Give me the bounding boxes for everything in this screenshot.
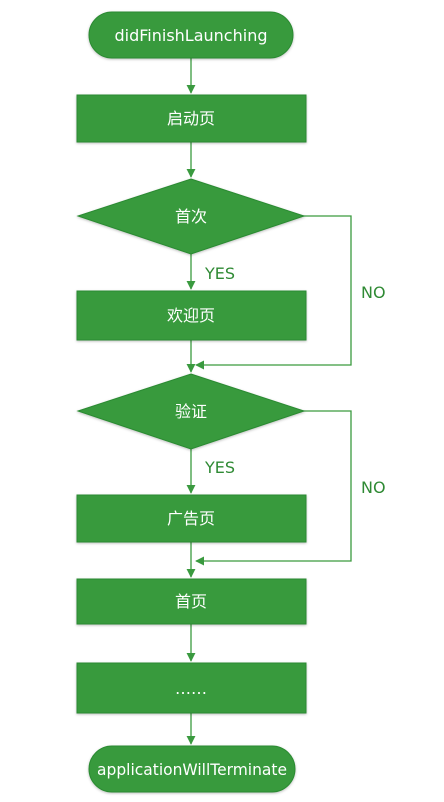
node-verify-decision-label: 验证 bbox=[175, 402, 207, 421]
node-ellipsis bbox=[76, 662, 307, 714]
node-verify-decision bbox=[76, 373, 306, 450]
node-first-decision-label: 首次 bbox=[175, 207, 207, 226]
node-welcome-label: 欢迎页 bbox=[167, 306, 215, 325]
edge-label-verify-yes: YES bbox=[204, 458, 235, 477]
edge-label-first-yes: YES bbox=[204, 264, 235, 283]
node-home bbox=[76, 578, 307, 625]
node-ad-label: 广告页 bbox=[167, 509, 215, 528]
process-shape bbox=[76, 290, 307, 341]
decision-shape bbox=[76, 178, 306, 255]
node-ad bbox=[76, 494, 307, 543]
node-start-label: didFinishLaunching bbox=[115, 26, 268, 45]
node-welcome bbox=[76, 290, 307, 341]
edge-label-first-no: NO bbox=[361, 283, 386, 302]
process-shape bbox=[76, 662, 307, 714]
process-shape bbox=[76, 494, 307, 543]
edge-verify-no bbox=[195, 410, 352, 566]
process-shape bbox=[76, 578, 307, 625]
node-splash bbox=[76, 94, 307, 143]
node-splash-label: 启动页 bbox=[167, 109, 215, 128]
node-start bbox=[88, 11, 294, 59]
node-end bbox=[88, 745, 296, 793]
process-shape bbox=[76, 94, 307, 143]
edges bbox=[186, 58, 352, 745]
edge-first-no bbox=[195, 215, 352, 370]
node-ellipsis-label: …… bbox=[175, 679, 207, 698]
edge-label-verify-no: NO bbox=[361, 478, 386, 497]
node-first-decision bbox=[76, 178, 306, 255]
decision-shape bbox=[76, 373, 306, 450]
node-home-label: 首页 bbox=[175, 592, 207, 611]
terminal-shape bbox=[88, 11, 294, 59]
node-end-label: applicationWillTerminate bbox=[97, 760, 287, 779]
terminal-shape bbox=[88, 745, 296, 793]
